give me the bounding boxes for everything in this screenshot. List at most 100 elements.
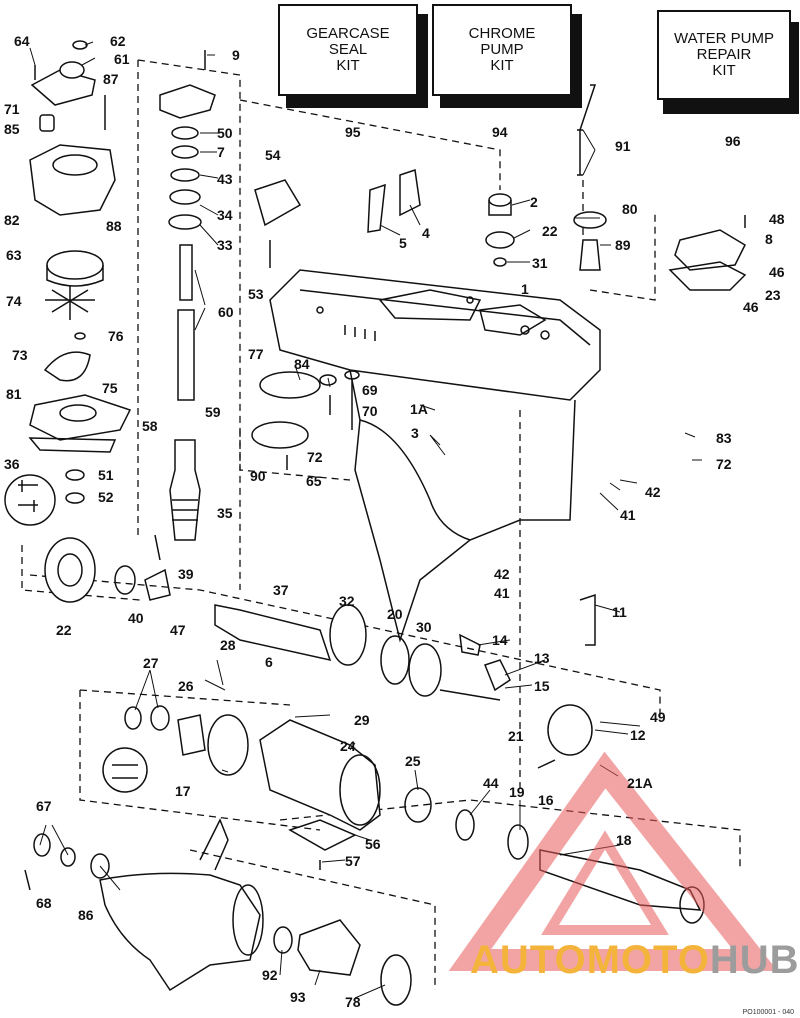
part-callout: 16 [538,792,554,808]
part-callout: 57 [345,853,361,869]
water-pump-assembly [4,40,132,526]
part-callout: 41 [620,507,636,523]
part-callout: 51 [98,467,114,483]
part-callout: 92 [262,967,278,983]
part-callout: 47 [170,622,186,638]
kit-line: KIT [336,57,360,74]
part-callout: 68 [36,895,52,911]
part-callout: 83 [716,430,732,446]
corner-code: PO100001 - 040 [742,1009,794,1016]
part-callout: 33 [217,237,233,253]
part-callout: 61 [114,51,130,67]
part-callout: 43 [217,171,233,187]
gearcase-housing [269,269,601,643]
part-callout: 39 [178,566,194,582]
part-callout: 44 [483,775,499,791]
part-callout: 24 [340,738,356,754]
part-callout: 87 [103,71,119,87]
part-callout: 9 [232,47,240,63]
kit-number: 94 [492,124,508,140]
part-callout: 42 [494,566,510,582]
part-callout: 48 [769,211,785,227]
part-callout: 89 [615,237,631,253]
kit-number: 96 [725,133,741,149]
watermark-part2: HUB [709,938,800,982]
part-callout: 84 [294,356,310,372]
part-callout: 59 [205,404,221,420]
part-callout: 5 [399,235,407,251]
part-callout: 40 [128,610,144,626]
dashed-group-lines [21,59,741,990]
part-callout: 76 [108,328,124,344]
part-callout: 85 [4,121,20,137]
part-callout: 69 [362,382,378,398]
part-callout: 46 [743,299,759,315]
part-callout: 22 [542,223,558,239]
part-callout: 7 [217,144,225,160]
part-callout: 30 [416,619,432,635]
part-callout: 72 [307,449,323,465]
chrome-pump-kit-box: CHROME PUMP KIT [432,4,582,108]
part-callout: 63 [6,247,22,263]
part-callout: 37 [273,582,289,598]
part-callout: 82 [4,212,20,228]
part-callout: 93 [290,989,306,1005]
driveshaft-stack [154,50,216,561]
part-callout: 22 [56,622,72,638]
part-callout: 41 [494,585,510,601]
part-callout: 50 [217,125,233,141]
part-callout: 20 [387,606,403,622]
part-callout: 42 [645,484,661,500]
part-callout: 53 [248,286,264,302]
part-callout: 74 [6,293,22,309]
part-callout: 2 [530,194,538,210]
part-callout: 32 [339,593,355,609]
kit-line: SEAL [328,41,368,58]
part-callout: 60 [218,304,234,320]
kit-line: WATER PUMP [674,30,774,47]
part-callout: 18 [616,832,632,848]
part-callout: 86 [78,907,94,923]
part-callout: 88 [106,218,122,234]
part-callout: 35 [217,505,233,521]
part-callout: 71 [4,101,20,117]
part-callout: 31 [532,255,548,271]
part-callout: 62 [110,33,126,49]
part-callout: 70 [362,403,378,419]
part-callout: 21A [627,775,653,791]
part-callout: 54 [265,147,281,163]
part-callout: 13 [534,650,550,666]
center-plates [251,169,421,470]
part-callout: 77 [248,346,264,362]
kit-line: REPAIR [696,46,752,63]
part-callout: 52 [98,489,114,505]
part-callout: 14 [492,632,508,648]
part-callout: 28 [220,637,236,653]
part-callout: 19 [509,784,525,800]
part-callout: 1 [521,281,529,297]
part-callout: 78 [345,994,361,1010]
watermark-text: AUTOMOTOHUB [470,938,800,983]
part-callout: 15 [534,678,550,694]
watermark-part1: AUTOMOTO [470,938,710,982]
part-callout: 11 [612,604,627,620]
part-callout: 25 [405,753,421,769]
part-callout: 81 [6,386,22,402]
gearcase-seal-kit-box: GEARCASE SEAL KIT [278,4,428,108]
part-callout: 49 [650,709,666,725]
kit-number: 95 [345,124,361,140]
part-callout: 46 [769,264,785,280]
part-callout: 26 [178,678,194,694]
kit-line: PUMP [480,41,524,58]
part-callout: 27 [143,655,159,671]
part-callout: 6 [265,654,273,670]
pump-tube-parts [485,84,747,291]
part-callout: 58 [142,418,158,434]
part-callout: 90 [250,468,266,484]
part-callout: 4 [422,225,430,241]
part-callout: 29 [354,712,370,728]
part-callout: 36 [4,456,20,472]
kit-line: KIT [712,62,736,79]
part-callout: 12 [630,727,646,743]
